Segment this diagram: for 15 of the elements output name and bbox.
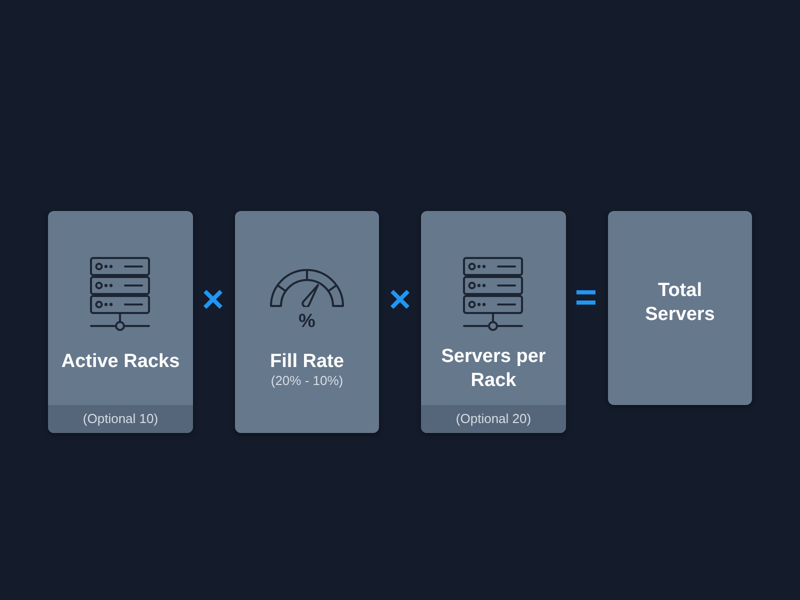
- formula-card: [235, 211, 379, 433]
- formula-card: [48, 211, 193, 433]
- card-title: Servers per Rack: [440, 345, 547, 393]
- percent-symbol: %: [298, 312, 316, 332]
- note-footer: (Optional 20): [421, 405, 566, 433]
- formula-card: [608, 211, 752, 405]
- formula-card: [421, 211, 566, 433]
- equals-sign: =: [574, 279, 598, 317]
- card-title: Total Servers: [644, 279, 716, 327]
- note-footer: (Optional 10): [48, 405, 193, 433]
- multiply-sign: ×: [202, 281, 224, 319]
- multiply-sign: ×: [388, 281, 412, 319]
- range-note: (20% - 10%): [270, 372, 344, 390]
- card-title: Active Racks: [61, 350, 180, 374]
- card-title: Fill Rate: [270, 350, 344, 374]
